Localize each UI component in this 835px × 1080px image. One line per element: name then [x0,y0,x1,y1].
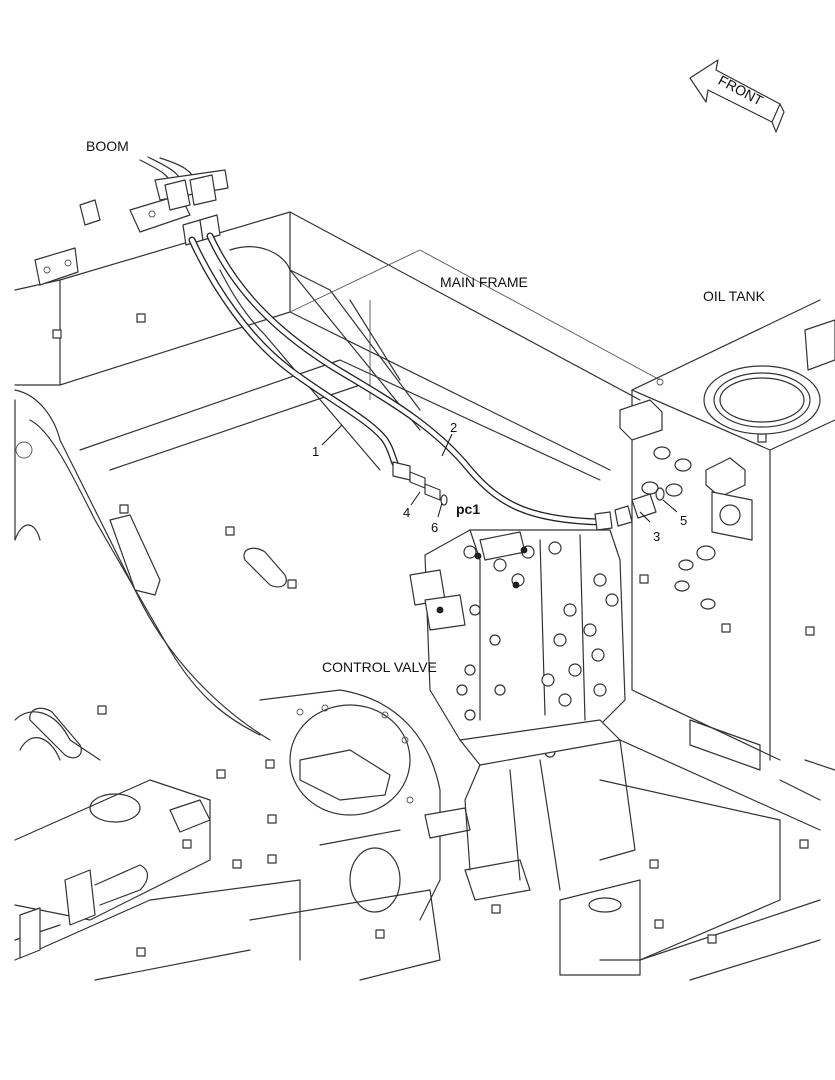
boom-fittings [129,156,229,246]
callouts: 1 2 3 4 5 6 [312,420,687,544]
callout-1: 1 [312,444,319,459]
front-arrow: FRONT [689,59,785,133]
control-valve [409,529,636,891]
callout-6: 6 [431,520,438,535]
port-label-pc1: pc1 [456,501,480,517]
boom-label: BOOM [86,138,129,154]
callout-2: 2 [450,420,457,435]
callout-3: 3 [653,529,660,544]
callout-5: 5 [680,513,687,528]
hoses [188,232,604,526]
oil-tank [619,299,835,761]
fittings [392,461,665,531]
main-frame-structure [14,199,835,981]
control-valve-label: CONTROL VALVE [322,659,437,675]
callout-4: 4 [403,505,410,520]
oil-tank-label: OIL TANK [703,288,766,304]
main-frame-label: MAIN FRAME [440,274,528,290]
